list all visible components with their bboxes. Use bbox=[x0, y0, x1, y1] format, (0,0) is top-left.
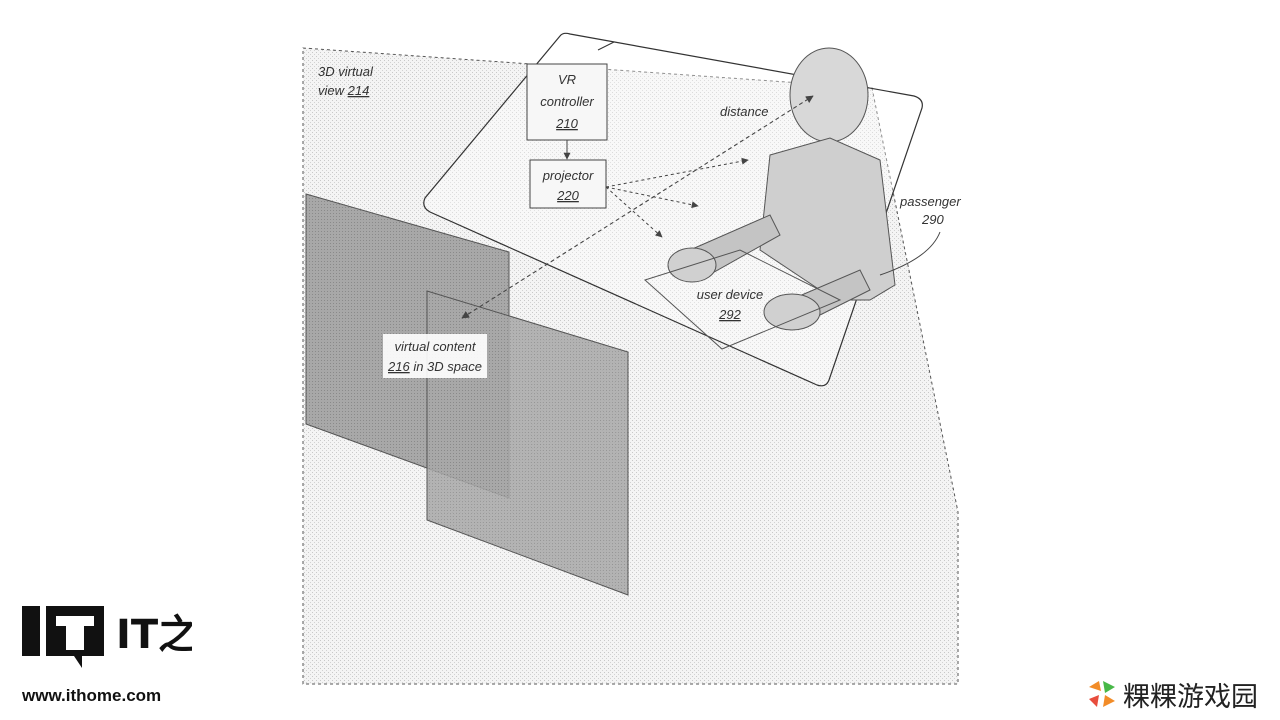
projector-beam-1 bbox=[605, 157, 749, 188]
plane-tick bbox=[597, 41, 615, 51]
projector-beam-3 bbox=[605, 186, 663, 238]
virtual-content-label-box bbox=[383, 334, 487, 378]
user-device-label: user device bbox=[697, 287, 763, 302]
virtual-view-ref: 214 bbox=[347, 83, 370, 98]
projector-ref: 220 bbox=[556, 188, 579, 203]
virtual-content-label-line1: virtual content bbox=[395, 339, 477, 354]
projector-beam-2 bbox=[605, 186, 699, 209]
vr-controller-label-line1: VR bbox=[558, 72, 576, 87]
game-site-icon bbox=[1089, 681, 1115, 707]
vr-controller-box bbox=[526, 63, 608, 141]
virtual-content-ref: 216 bbox=[387, 359, 410, 374]
projector-box bbox=[529, 159, 607, 209]
ithome-logo: IT之家 bbox=[22, 606, 238, 668]
virtual-view-label-line2: view 214 bbox=[318, 83, 369, 98]
passenger-label: passenger bbox=[899, 194, 961, 209]
distance-arrow bbox=[461, 95, 814, 319]
game-site-name: 粿粿游戏园 bbox=[1123, 681, 1258, 713]
distance-label: distance bbox=[720, 104, 768, 119]
vr-controller-ref: 210 bbox=[555, 116, 578, 131]
ithome-url: www.ithome.com bbox=[22, 686, 162, 705]
passenger-head bbox=[789, 47, 869, 143]
vr-controller-label-line2: controller bbox=[540, 94, 594, 109]
ithome-brand: IT之家 bbox=[116, 612, 192, 658]
game-site-logo: 粿粿游戏园 bbox=[1085, 674, 1258, 714]
virtual-view-label-line1: 3D virtual bbox=[318, 64, 374, 79]
passenger-ref: 290 bbox=[921, 212, 944, 227]
passenger-leader bbox=[879, 231, 941, 276]
projector-label: projector bbox=[542, 168, 594, 183]
virtual-content-label-line2: 216 in 3D space bbox=[387, 359, 482, 374]
user-device-ref: 292 bbox=[718, 307, 741, 322]
